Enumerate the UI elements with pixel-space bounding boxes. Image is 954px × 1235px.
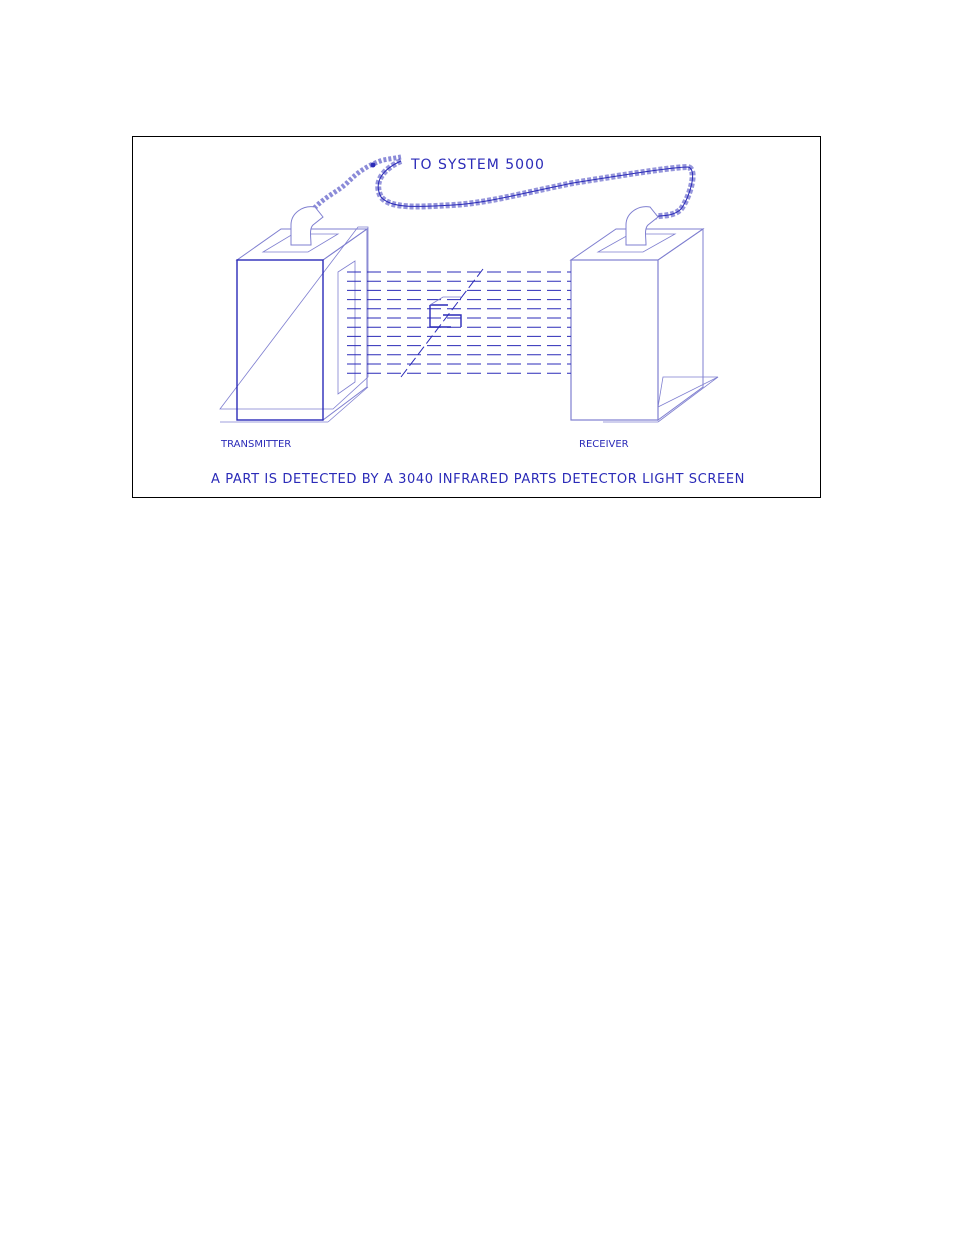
transmitter-unit: [237, 207, 367, 420]
receiver-base: [658, 377, 718, 407]
transmitter-base: [220, 227, 368, 409]
light-screen-diagram: TO SYSTEM 5000 TRANSMITTER RECEIVER A PA…: [133, 137, 822, 499]
caption: A PART IS DETECTED BY A 3040 INFRARED PA…: [211, 471, 745, 487]
infrared-beams: [347, 272, 571, 373]
receiver-label: RECEIVER: [579, 439, 629, 450]
cable-label: TO SYSTEM 5000: [410, 157, 545, 173]
transmitter-label: TRANSMITTER: [220, 439, 291, 450]
figure-frame: TO SYSTEM 5000 TRANSMITTER RECEIVER A PA…: [132, 136, 821, 498]
detected-part: [401, 269, 483, 377]
receiver-unit: [571, 207, 703, 420]
